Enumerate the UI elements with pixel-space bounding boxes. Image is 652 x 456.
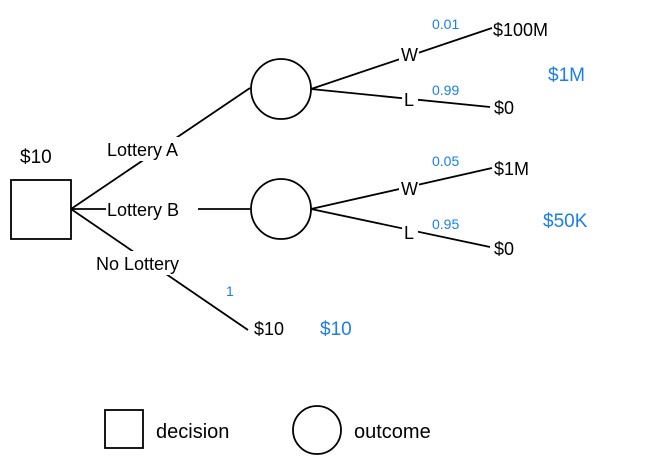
prob-a-lose: 0.99 [432,82,459,98]
prob-b-lose: 0.95 [432,216,459,232]
payoff-b-win: $1M [494,159,529,179]
payoff-b-lose: $0 [494,239,514,259]
legend-outcome-label: outcome [354,421,431,443]
edge-a-lose [310,88,491,108]
root-value: $10 [20,147,52,168]
edge-b-lose [310,208,491,248]
decision-node [10,179,72,240]
branch-a-lose-name: L [404,90,414,110]
option-label-lottery-a: Lottery A [107,140,178,160]
legend-decision-label: decision [156,421,229,443]
branch-b-win-name: W [401,179,418,199]
payoff-no-lottery: $10 [254,319,284,339]
branch-a-win-name: W [401,45,418,65]
option-label-no-lottery: No Lottery [96,254,179,274]
chance-node-b [250,178,312,240]
chance-node-a [250,58,312,120]
prob-no-lottery: 1 [226,283,234,299]
expected-value-b: $50K [543,211,588,232]
branch-b-lose-name: L [404,223,414,243]
prob-b-win: 0.05 [432,153,459,169]
payoff-a-win: $100M [493,20,548,40]
option-label-lottery-b: Lottery B [107,200,179,220]
legend-decision-icon [104,409,144,449]
expected-value-no-lottery: $10 [320,319,352,340]
expected-value-a: $1M [548,65,585,86]
payoff-a-lose: $0 [494,98,514,118]
prob-a-win: 0.01 [432,16,459,32]
legend-outcome-icon [292,405,342,455]
